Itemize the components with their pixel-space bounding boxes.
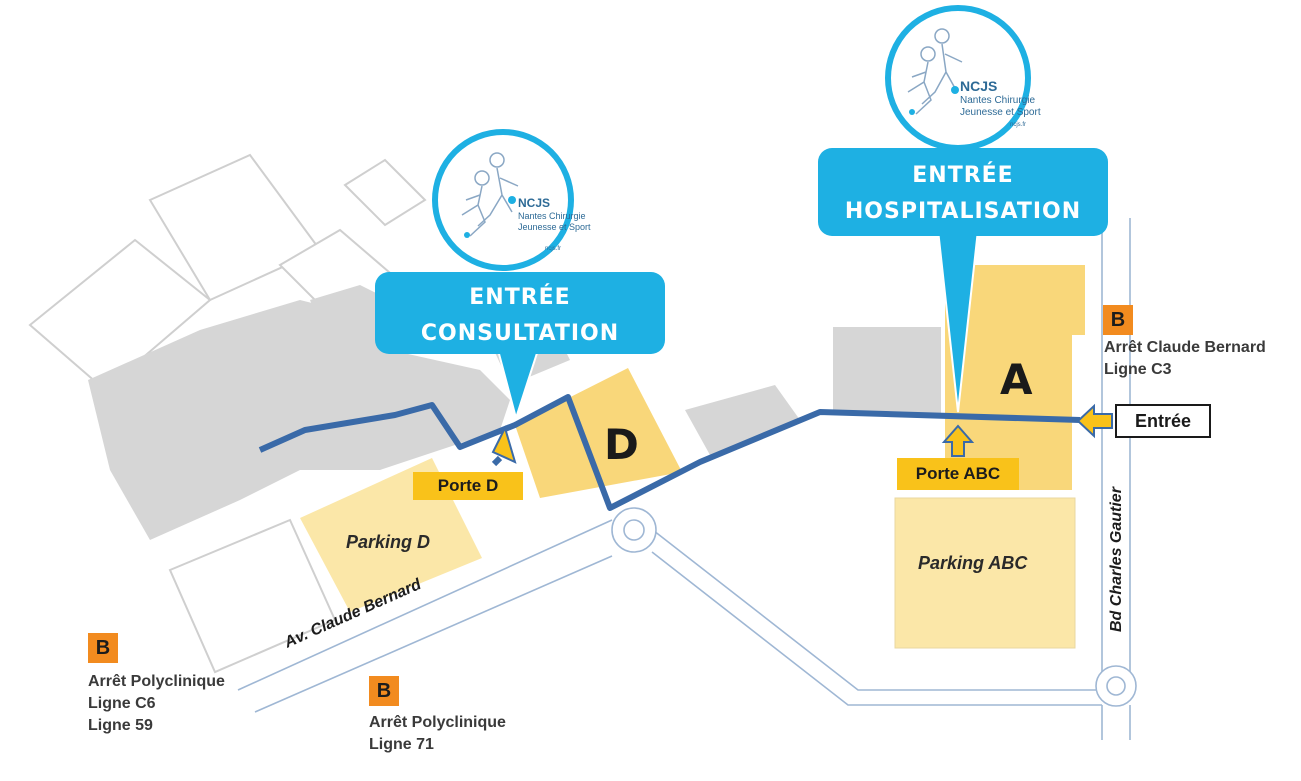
logo-line1: Nantes Chirurgie (518, 211, 586, 221)
roundabout-left (611, 507, 657, 553)
bus-stop-polyclinique-left: Arrêt Polyclinique Ligne C6 Ligne 59 (88, 671, 225, 737)
logo-name: NCJS (960, 78, 998, 94)
bus-stop-line: Ligne 59 (88, 717, 153, 734)
roundabout-right (1095, 665, 1137, 707)
bus-stop-line: Ligne C6 (88, 695, 156, 712)
bus-stop-name: Arrêt Polyclinique (369, 714, 506, 731)
building-d (515, 368, 682, 498)
roundabout-left-inner (623, 519, 645, 541)
road-loop (639, 519, 1102, 691)
bus-stop-icon: B (88, 633, 118, 663)
road-claude-bernard (237, 519, 613, 691)
bus-stop-claude-bernard: Arrêt Claude Bernard Ligne C3 (1104, 337, 1266, 381)
gray-building-complex (88, 300, 510, 540)
bus-stop-icon: B (369, 676, 399, 706)
parking-abc-label: Parking ABC (918, 553, 1028, 573)
entree-label: Entrée (1115, 404, 1211, 438)
callout-consultation-line2: CONSULTATION (420, 321, 620, 346)
walking-route (258, 394, 1081, 511)
porte-d-label: Porte D (413, 472, 523, 500)
callout-hospitalisation-line2: HOSPITALISATION (844, 199, 1082, 224)
bus-stop-name: Arrêt Polyclinique (88, 673, 225, 690)
parking-abc-area (894, 497, 1076, 649)
outline-building (168, 518, 337, 674)
bus-stop-polyclinique-bottom: Arrêt Polyclinique Ligne 71 (369, 712, 506, 756)
porte-abc-label: Porte ABC (897, 458, 1019, 490)
logo-name: NCJS (518, 196, 551, 210)
building-a-label: A (1000, 355, 1033, 404)
logo-line2: Jeunesse et Sport (960, 107, 1041, 118)
callout-entree-consultation: ENTRÉE CONSULTATION (375, 272, 665, 354)
parking-d-label: Parking D (346, 532, 431, 552)
street-charles-gautier: Bd Charles Gautier (1108, 487, 1125, 632)
callout-consultation-line1: ENTRÉE (469, 285, 571, 310)
porte-d-arrow-icon (491, 425, 517, 467)
building-d-label: D (604, 420, 639, 469)
runners-icon (461, 152, 519, 237)
callout-hospitalisation-line1: ENTRÉE (912, 163, 1014, 188)
gray-building (685, 385, 800, 455)
roads (237, 218, 1137, 740)
road-loop (651, 551, 1102, 706)
bus-stop-icon: B (1103, 305, 1133, 335)
runners-icon (907, 28, 963, 115)
outline-building (343, 158, 427, 227)
logo-url: ncjs.fr (1010, 122, 1027, 128)
logo-url: ncjs.fr (545, 246, 562, 252)
bus-stop-line: Ligne 71 (369, 736, 434, 753)
logo-line2: Jeunesse et Sport (518, 222, 591, 232)
road-claude-bernard (254, 555, 613, 713)
logo-line1: Nantes Chirurgie (960, 95, 1036, 106)
ncjs-logo-consultation (432, 129, 574, 271)
ncjs-logo-hospitalisation (885, 5, 1031, 151)
roundabout-right-inner (1106, 676, 1126, 696)
porte-abc-arrow-icon (941, 424, 975, 457)
callout-entree-hospitalisation: ENTRÉE HOSPITALISATION (818, 148, 1108, 236)
bus-stop-name: Arrêt Claude Bernard (1104, 339, 1266, 356)
bus-stop-line: Ligne C3 (1104, 361, 1172, 378)
entree-arrow-icon (1076, 403, 1113, 439)
building-a (945, 265, 1085, 490)
gray-building (833, 327, 941, 415)
